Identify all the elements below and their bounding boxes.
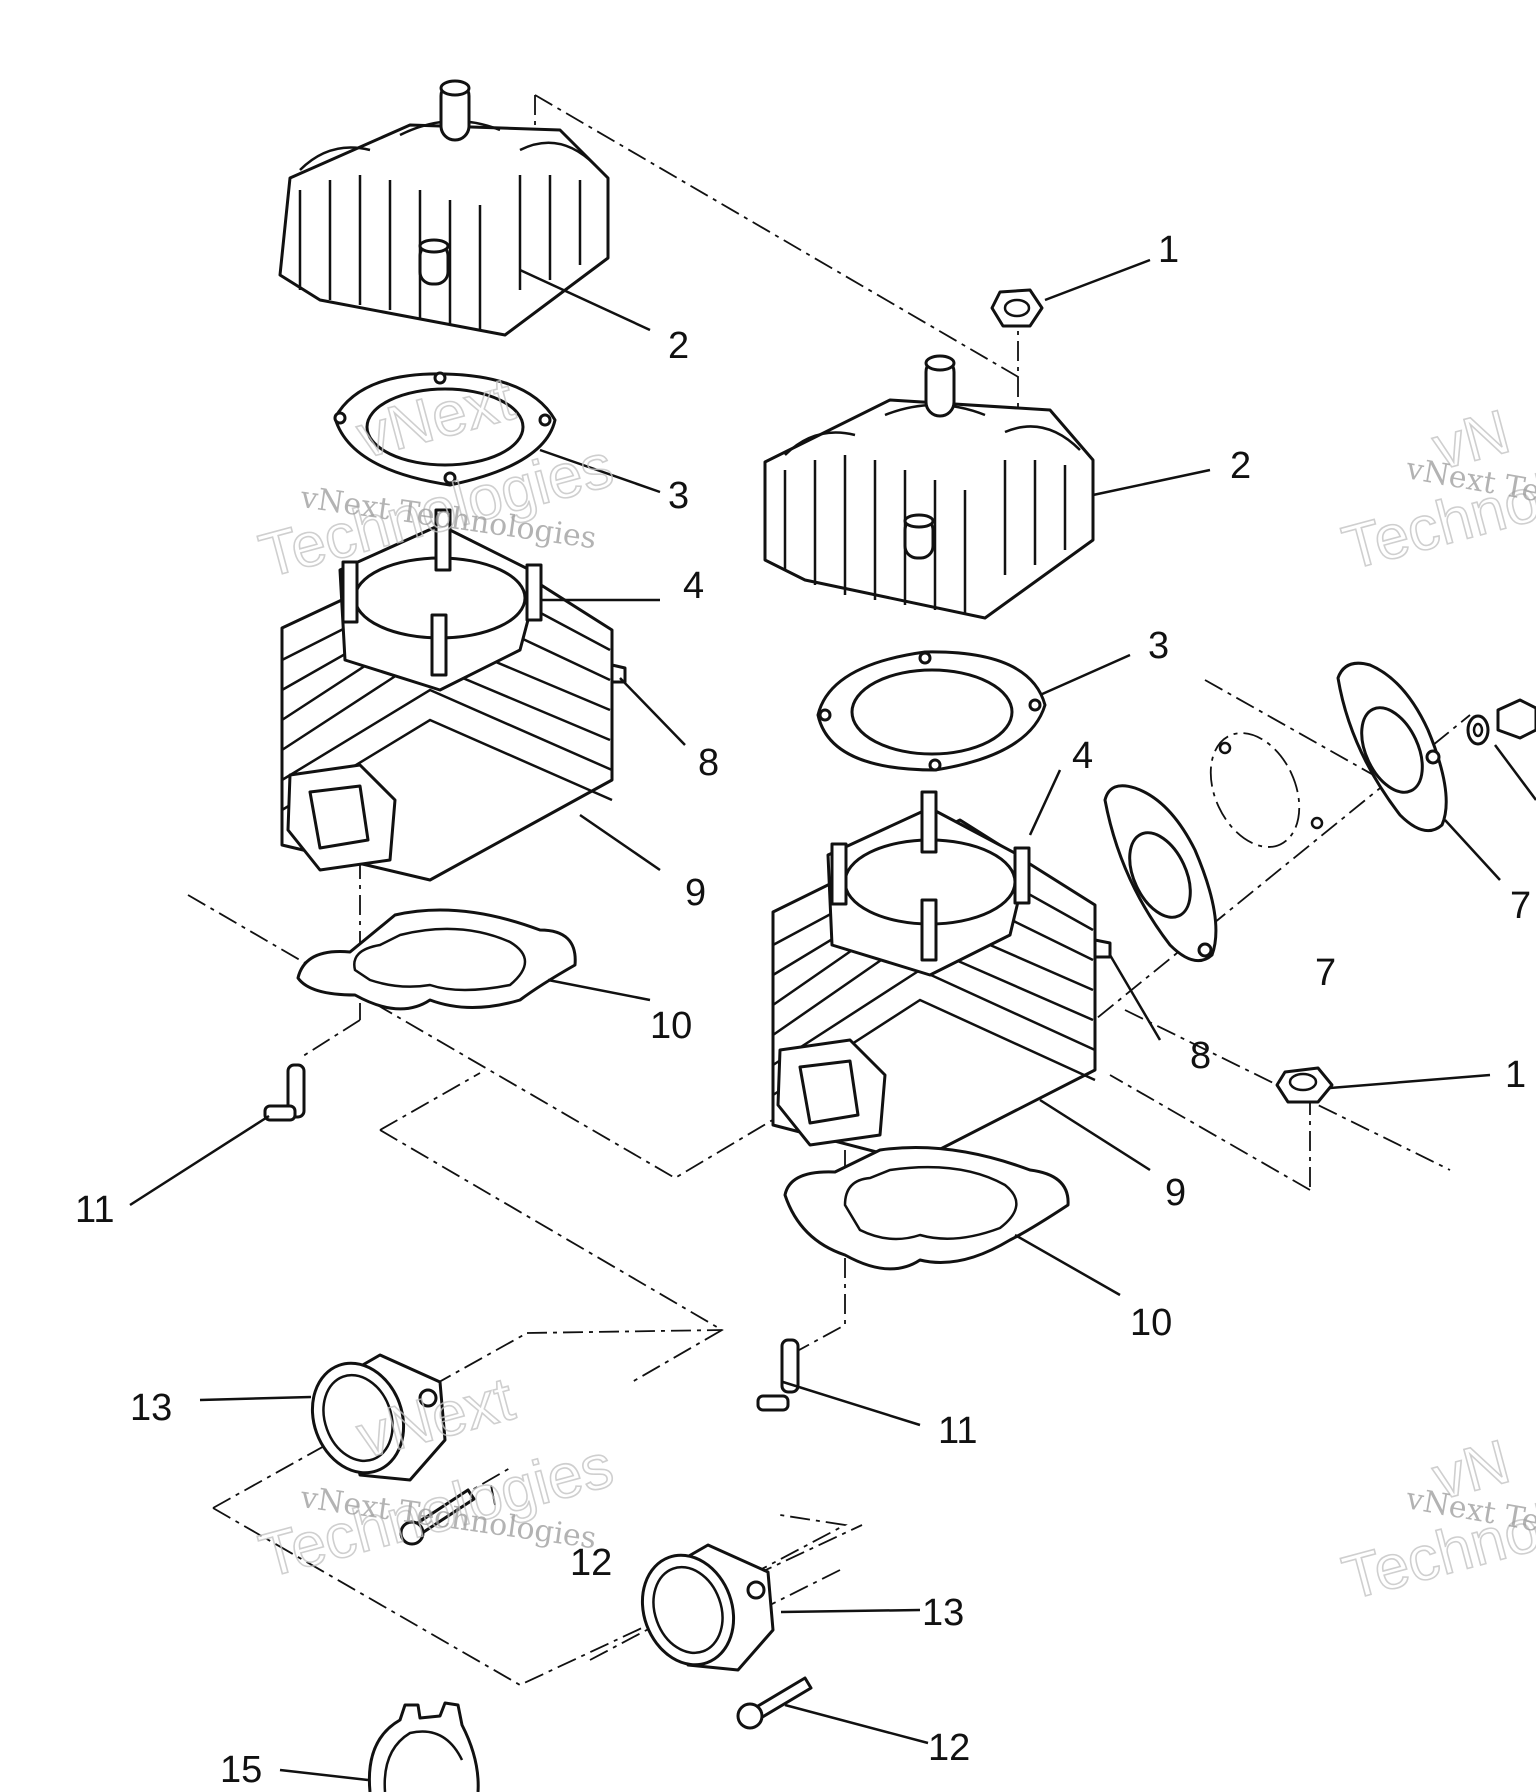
callout-11-right: 11 (938, 1410, 977, 1452)
washer-nut-right-edge (1466, 698, 1536, 746)
callout-11-left: 11 (75, 1189, 114, 1231)
exhaust-gasket-mid (1103, 784, 1218, 963)
callout-8-left: 8 (698, 742, 719, 784)
callout-numbers: 1 2 2 3 3 4 4 8 8 9 9 7 7 10 10 1 11 11 … (75, 229, 1531, 1791)
head-gasket-left (333, 371, 557, 487)
head-gasket-right (816, 650, 1047, 772)
watermark-upper-right-edge: vN Technol vNext Te (1335, 396, 1536, 584)
callout-10-left: 10 (650, 1005, 692, 1047)
bolt-right (736, 1676, 813, 1730)
clamp (367, 1701, 480, 1792)
nut-lower-right (1275, 1066, 1334, 1104)
callout-12-right: 12 (928, 1727, 970, 1769)
callout-9-left: 9 (685, 872, 706, 914)
callout-3-right: 3 (1148, 625, 1169, 667)
base-gasket-right (783, 1146, 1070, 1271)
cylinder-left (280, 508, 627, 882)
callout-2-right: 2 (1230, 445, 1251, 487)
intake-boot-left (310, 1353, 447, 1482)
callout-2-left: 2 (668, 325, 689, 367)
watermark-lower-left: vNext Technologies vNext Technologies (252, 1364, 621, 1593)
fitting-left (263, 1063, 306, 1122)
callout-13-right: 13 (922, 1592, 964, 1634)
callout-9-right: 9 (1165, 1172, 1186, 1214)
callout-7-mid: 7 (1315, 952, 1336, 994)
callout-10-right: 10 (1130, 1302, 1172, 1344)
exhaust-gasket-right (1336, 661, 1448, 833)
intake-boot-right (640, 1543, 775, 1672)
cylinder-head-right (763, 354, 1095, 620)
callout-1-right: 1 (1505, 1054, 1526, 1096)
callout-7-right: 7 (1510, 885, 1531, 927)
callout-4-right: 4 (1072, 735, 1093, 777)
bolt-left (399, 1488, 476, 1546)
base-gasket-left (296, 908, 577, 1011)
watermark-lower-right-edge: vN Technol vNext Te (1335, 1426, 1536, 1614)
nut-top (990, 288, 1044, 328)
callout-8-right: 8 (1190, 1035, 1211, 1077)
callout-3-left: 3 (668, 475, 689, 517)
callout-12-left: 12 (570, 1542, 612, 1584)
exhaust-outline-dashed (1209, 732, 1324, 848)
cylinder-head-left (278, 79, 610, 337)
callout-1-top: 1 (1158, 229, 1179, 271)
callout-15: 15 (220, 1749, 262, 1791)
cylinder-right (771, 790, 1112, 1164)
leader-lines (129, 258, 1536, 1782)
callout-4-left: 4 (683, 565, 704, 607)
callout-13-left: 13 (130, 1387, 172, 1429)
fitting-right (756, 1338, 800, 1412)
